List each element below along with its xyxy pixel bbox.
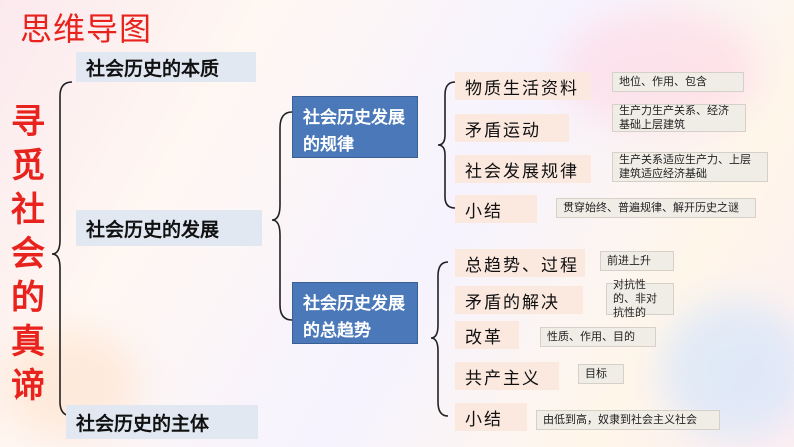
root-topic: 寻 觅 社 会 的 真 谛: [6, 100, 50, 408]
node-subject: 社会历史的主体: [66, 405, 258, 439]
law-note: 贯穿始终、普遍规律、解开历史之谜: [556, 198, 756, 218]
law-note: 生产关系适应生产力、上层建筑适应经济基础: [612, 152, 768, 182]
trend-item: 矛盾的解决: [455, 286, 583, 314]
trend-item: 总趋势、过程: [455, 249, 585, 277]
root-char: 社: [11, 190, 45, 230]
root-char: 觅: [11, 146, 45, 186]
root-char: 真: [11, 322, 45, 362]
law-item: 矛盾运动: [455, 114, 569, 142]
trend-item: 小结: [455, 403, 527, 431]
root-char: 会: [11, 234, 45, 274]
root-char: 的: [11, 278, 45, 318]
node-essence: 社会历史的本质: [76, 52, 256, 82]
trend-item: 共产主义: [455, 362, 559, 390]
trend-item: 改革: [455, 321, 519, 349]
page-title: 思维导图: [20, 10, 153, 48]
trend-note: 由低到高，奴隶到社会主义社会: [536, 410, 720, 430]
law-item: 物质生活资料: [455, 72, 591, 100]
root-char: 寻: [11, 102, 45, 142]
law-item: 社会发展规律: [455, 155, 591, 183]
law-note: 地位、作用、包含: [612, 72, 744, 92]
root-char: 谛: [11, 366, 45, 406]
node-development: 社会历史的发展: [76, 210, 262, 246]
trend-note: 前进上升: [600, 251, 674, 271]
law-note: 生产力生产关系、经济基础上层建筑: [612, 104, 746, 132]
node-law: 社会历史发展的规律: [292, 96, 418, 158]
trend-note: 目标: [578, 364, 624, 384]
trend-note: 性质、作用、目的: [540, 327, 656, 347]
law-item: 小结: [455, 195, 537, 223]
node-trend: 社会历史发展的总趋势: [292, 282, 418, 344]
trend-note: 对抗性的、非对抗性的: [606, 278, 674, 319]
